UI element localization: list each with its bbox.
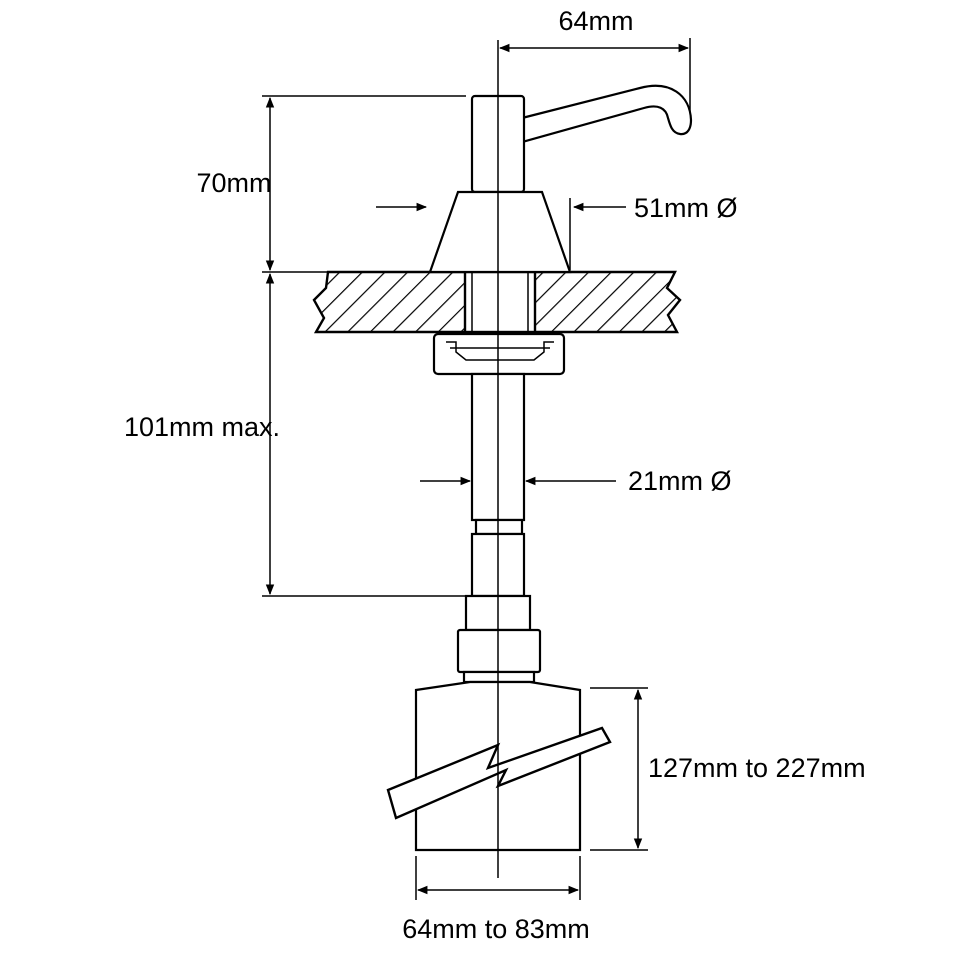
shank-and-coupling — [456, 372, 542, 684]
lock-nut — [432, 332, 566, 376]
dimension-collar-diameter: 51mm Ø — [376, 193, 738, 270]
label-collar-diameter: 51mm Ø — [634, 193, 738, 223]
label-bottle-width: 64mm to 83mm — [402, 914, 590, 944]
dimension-spout-reach: 64mm — [498, 6, 691, 112]
dimension-deck-thickness: 101mm max. — [124, 272, 466, 597]
countertop-section — [312, 270, 682, 334]
label-spout-reach: 64mm — [558, 6, 633, 36]
label-bottle-height: 127mm to 227mm — [648, 753, 866, 783]
label-deck-thickness: 101mm max. — [124, 412, 280, 442]
pump-head — [428, 84, 693, 274]
dimension-shank-diameter: 21mm Ø — [420, 466, 732, 496]
dimension-bottle-height: 127mm to 227mm — [590, 687, 866, 851]
dimension-bottle-width: 64mm to 83mm — [402, 856, 590, 944]
dimension-head-height: 70mm — [196, 95, 466, 273]
label-shank-diameter: 21mm Ø — [628, 466, 732, 496]
bottle — [386, 680, 612, 852]
label-head-height: 70mm — [196, 168, 271, 198]
